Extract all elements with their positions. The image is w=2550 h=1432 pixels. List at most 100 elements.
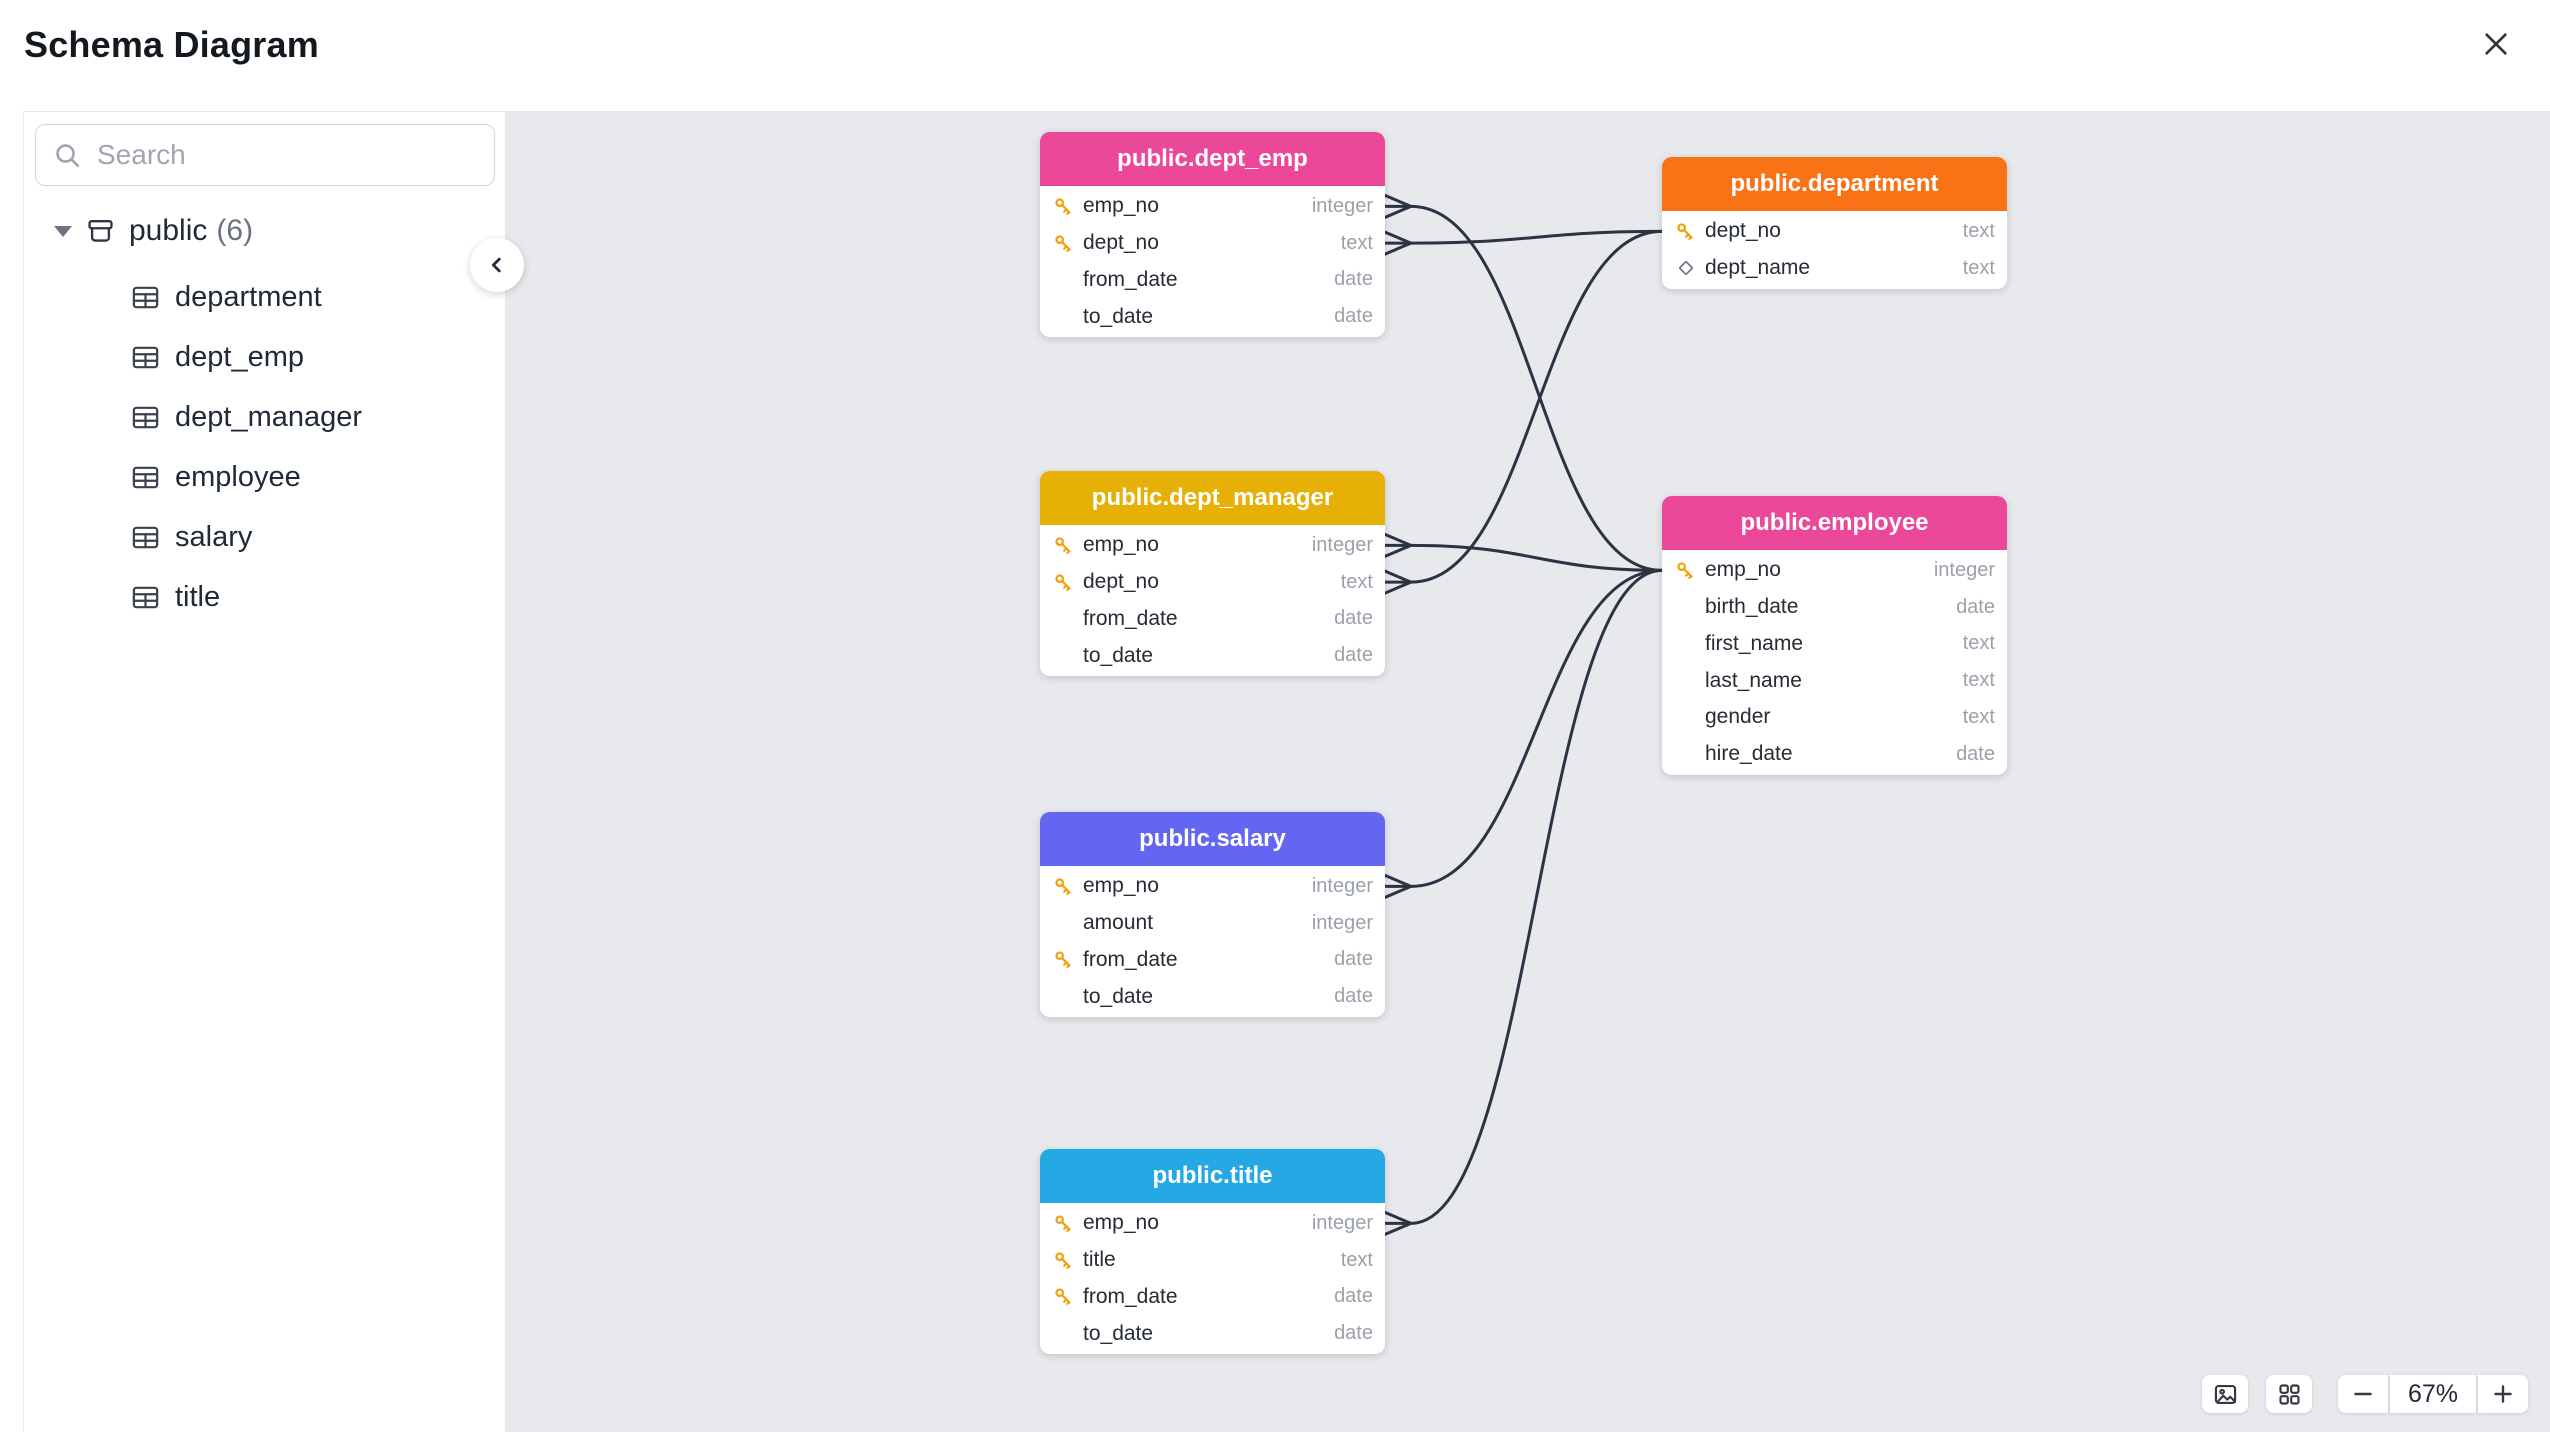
- plus-icon: [2494, 1385, 2512, 1403]
- field-name: dept_no: [1705, 219, 1781, 243]
- primary-key-icon: [1055, 951, 1071, 969]
- table-item-label: dept_emp: [175, 340, 304, 373]
- table-node-title[interactable]: public.salary: [1040, 812, 1385, 866]
- field-name: birth_date: [1705, 595, 1799, 619]
- field-name: title: [1083, 1248, 1116, 1272]
- field-type: integer: [1311, 874, 1373, 897]
- table-node-title[interactable]: public.department: [1662, 157, 2007, 211]
- image-icon: [2214, 1384, 2236, 1404]
- sidebar-item-department[interactable]: department: [24, 267, 505, 327]
- field-type: text: [1962, 632, 1995, 655]
- field-row-dept_no: dept_no text: [1662, 213, 2007, 250]
- field-type: date: [1334, 305, 1373, 328]
- field-name: emp_no: [1705, 558, 1781, 582]
- field-name: from_date: [1083, 947, 1178, 971]
- table-list: department dept_emp dept_manager employee sa…: [24, 267, 505, 627]
- field-name: emp_no: [1083, 194, 1159, 218]
- sidebar-item-dept_emp[interactable]: dept_emp: [24, 327, 505, 387]
- sidebar-item-dept_manager[interactable]: dept_manager: [24, 387, 505, 447]
- table-item-label: employee: [175, 460, 301, 493]
- field-type: text: [1962, 669, 1995, 692]
- field-type: date: [1334, 985, 1373, 1008]
- field-type: date: [1334, 644, 1373, 667]
- table-node-title[interactable]: public.title: [1040, 1149, 1385, 1203]
- search-input[interactable]: [97, 139, 478, 171]
- field-name: from_date: [1083, 606, 1178, 630]
- close-button[interactable]: [2472, 20, 2520, 68]
- export-image-button[interactable]: [2202, 1375, 2248, 1413]
- zoom-out-button[interactable]: [2338, 1375, 2388, 1413]
- table-icon: [132, 346, 159, 368]
- table-item-label: dept_manager: [175, 400, 363, 433]
- table-icon: [132, 526, 159, 548]
- field-type: text: [1962, 219, 1995, 242]
- field-type: text: [1340, 1248, 1373, 1271]
- primary-key-icon: [1055, 1215, 1071, 1232]
- field-type: date: [1334, 268, 1373, 291]
- field-type: integer: [1311, 1211, 1373, 1234]
- table-node-title[interactable]: public.dept_manager: [1040, 471, 1385, 525]
- field-name: to_date: [1083, 984, 1154, 1008]
- sidebar-item-title[interactable]: title: [24, 567, 505, 627]
- table-node-title[interactable]: public.dept_emp: [1040, 132, 1385, 186]
- tree-schema-public[interactable]: public (6): [24, 206, 505, 256]
- sidebar-item-salary[interactable]: salary: [24, 507, 505, 567]
- field-name: dept_no: [1083, 570, 1159, 594]
- field-type: integer: [1311, 194, 1373, 217]
- field-row-last_name: last_name text: [1662, 662, 2007, 699]
- sidebar-item-employee[interactable]: employee: [24, 447, 505, 507]
- table-icon: [132, 586, 159, 608]
- search-icon: [56, 143, 80, 167]
- primary-key-icon: [1055, 234, 1071, 252]
- field-type: date: [1334, 1322, 1373, 1345]
- field-name: gender: [1705, 705, 1771, 729]
- diagram-canvas[interactable]: [505, 111, 2550, 1432]
- field-row-title: title text: [1040, 1242, 1385, 1279]
- minus-icon: [2354, 1392, 2372, 1396]
- search-box: [35, 124, 495, 186]
- schema-table-count: (6): [216, 214, 254, 247]
- sidebar: public (6) department dept_emp dept_manage…: [23, 111, 506, 1432]
- primary-key-icon: [1055, 537, 1071, 554]
- auto-layout-button[interactable]: [2266, 1375, 2312, 1413]
- page-title: Schema Diagram: [24, 24, 319, 65]
- field-type: integer: [1311, 533, 1373, 556]
- table-icon: [132, 466, 159, 488]
- table-node-title[interactable]: public.employee: [1662, 496, 2007, 550]
- caret-down-icon[interactable]: [54, 225, 72, 237]
- table-item-label: salary: [175, 520, 253, 553]
- zoom-in-button[interactable]: [2478, 1375, 2528, 1413]
- field-row-to_date: to_date date: [1040, 978, 1385, 1015]
- grid-layout-icon: [2278, 1383, 2300, 1405]
- schema-archive-icon: [88, 219, 113, 242]
- table-icon: [132, 406, 159, 428]
- field-name: last_name: [1705, 668, 1802, 692]
- field-row-from_date: from_date date: [1040, 601, 1385, 638]
- primary-key-icon: [1677, 223, 1693, 240]
- zoom-level: 67%: [2390, 1375, 2476, 1413]
- schema-tree: public (6) department dept_emp dept_manage…: [24, 206, 505, 627]
- field-type: date: [1334, 607, 1373, 630]
- field-name: dept_name: [1705, 256, 1811, 280]
- primary-key-icon: [1055, 1288, 1071, 1306]
- sidebar-collapse-button[interactable]: [470, 238, 524, 292]
